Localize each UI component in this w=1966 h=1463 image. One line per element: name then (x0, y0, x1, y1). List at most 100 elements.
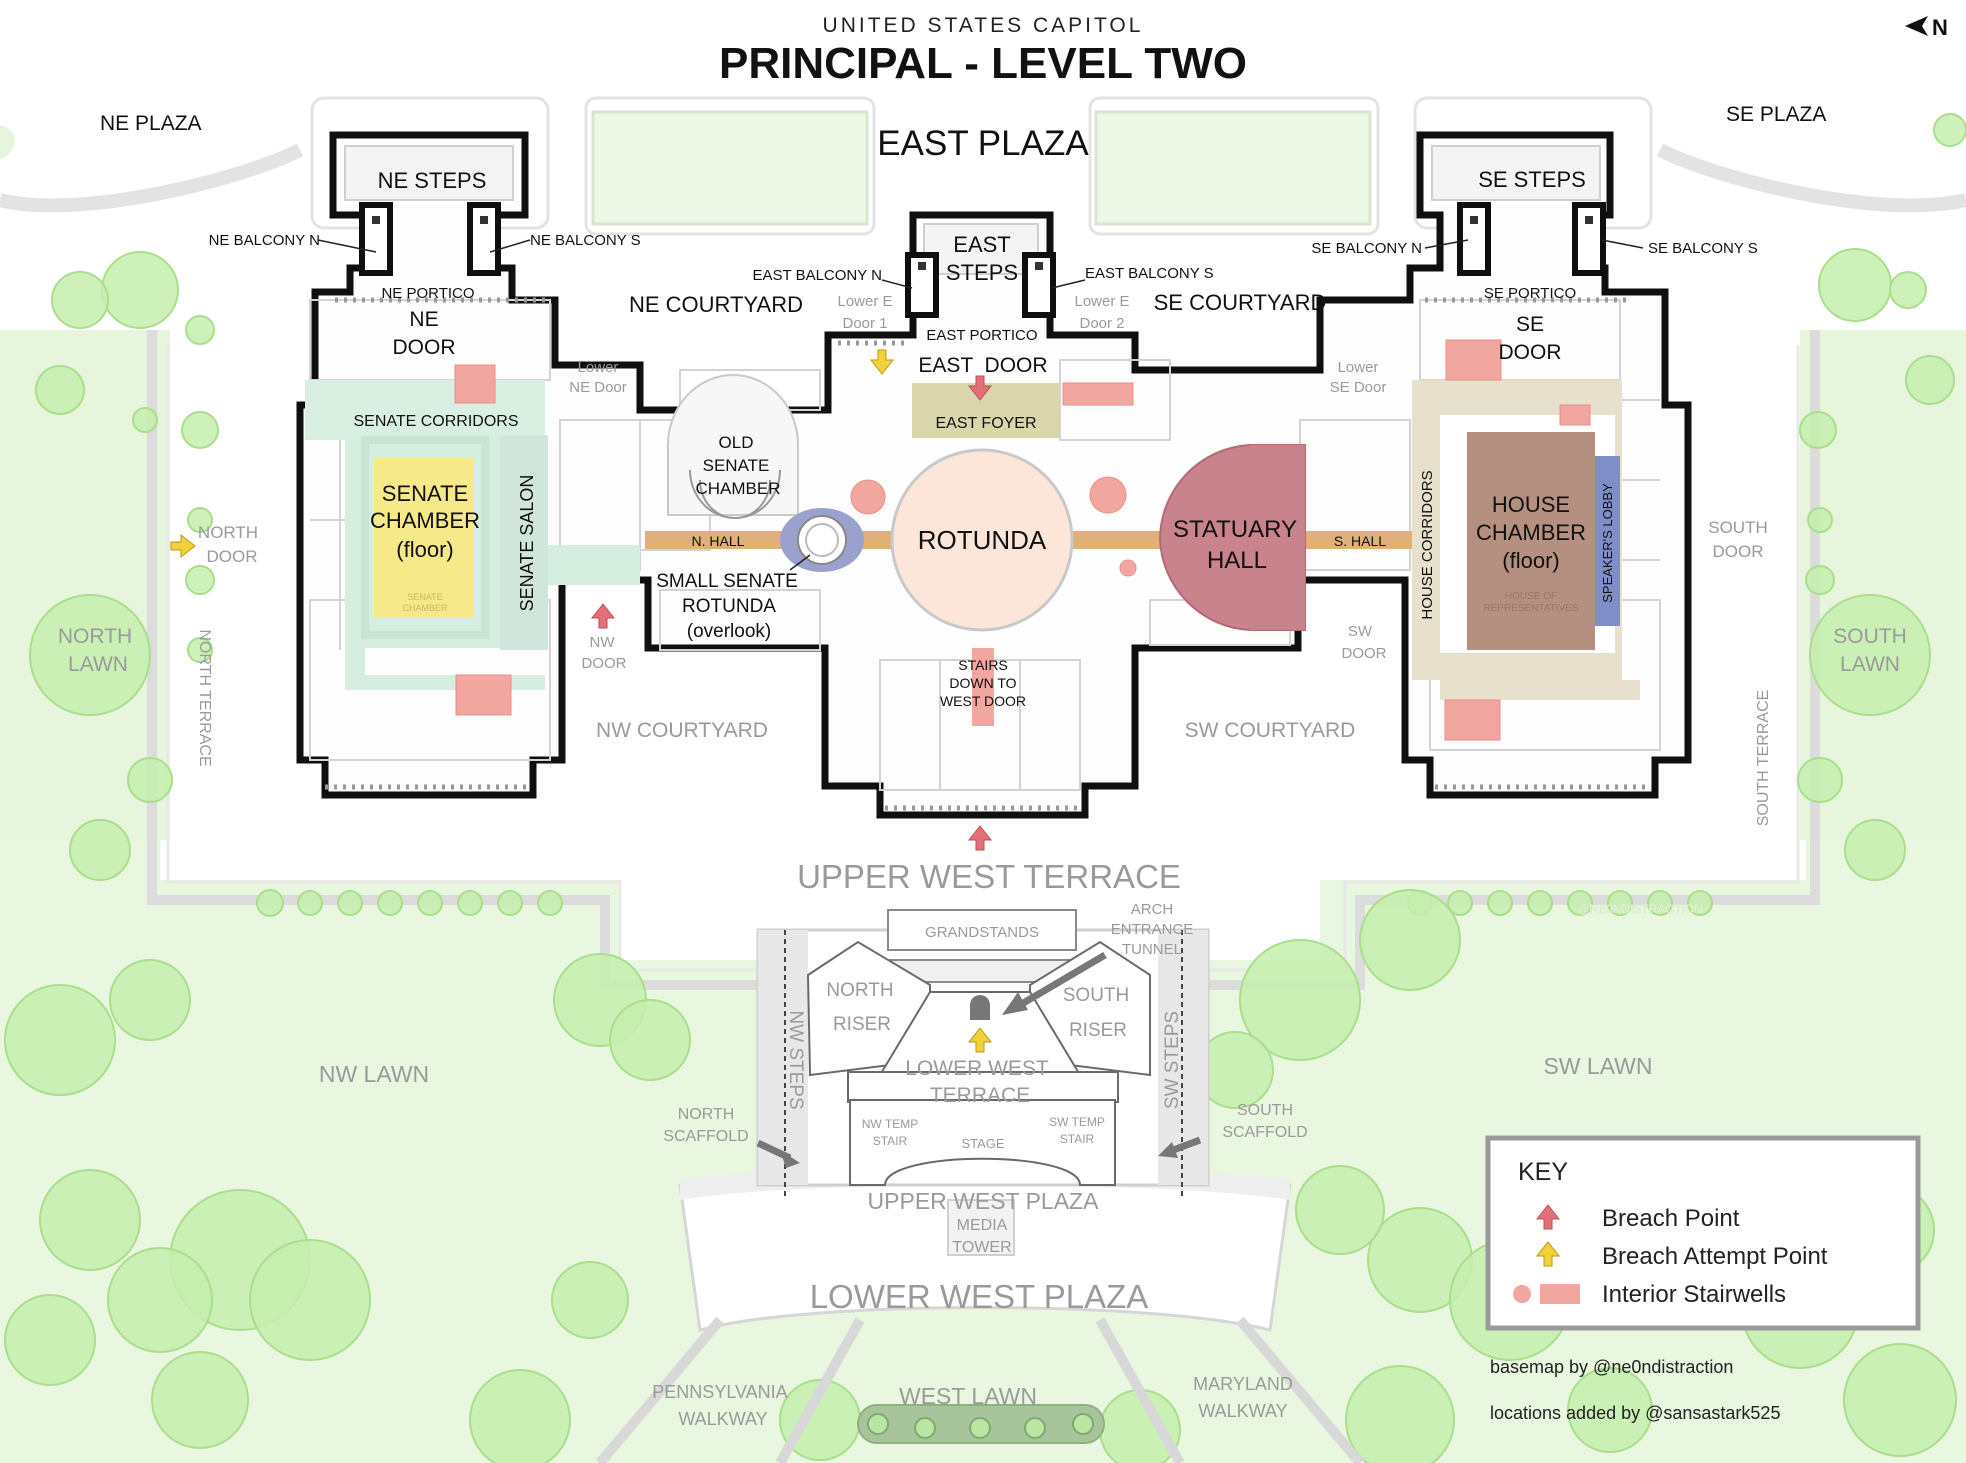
maryland-walkway-label-b: WALKWAY (1198, 1401, 1287, 1421)
speakers-lobby-label: SPEAKER'S LOBBY (1600, 483, 1615, 603)
stage-platform (849, 1099, 1116, 1186)
east-balcony-n-label: EAST BALCONY N (753, 267, 883, 284)
south-terrace-label: SOUTH TERRACE (1755, 690, 1772, 827)
south-riser-label-b: RISER (1069, 1020, 1127, 1041)
ne-plaza-label: NE PLAZA (100, 112, 202, 135)
ne-balcony-s-label: NE BALCONY S (530, 232, 641, 249)
south-door-label-b: DOOR (1713, 542, 1764, 561)
sw-door-label-a: SW (1348, 623, 1373, 640)
senate-chamber-outline (361, 436, 489, 639)
senate-chamber-label-c: (floor) (396, 537, 453, 562)
nw-steps-label: NW STEPS (785, 1010, 806, 1109)
credit-locations: locations added by @sansastark525 (1490, 1403, 1780, 1423)
house-chamber-label-a: HOUSE (1492, 492, 1570, 517)
statuary-hall-label-b: HALL (1207, 547, 1267, 574)
north-riser-label-a: NORTH (826, 980, 893, 1001)
east-plaza-lawn-right (1094, 110, 1372, 226)
s-hall-path (1305, 531, 1415, 549)
south-scaffold-label-a: SOUTH (1237, 1102, 1293, 1119)
north-lawn-label-b: LAWN (68, 653, 128, 676)
house-corridors-label: HOUSE CORRIDORS (1419, 470, 1436, 619)
key-title: KEY (1518, 1158, 1568, 1186)
senate-corridors-band (305, 380, 545, 436)
sw-courtyard-label: SW COURTYARD (1185, 719, 1356, 742)
north-terrace-label: NORTH TERRACE (196, 629, 213, 766)
rotunda-to-statuary-path (1065, 531, 1165, 549)
senate-chamber-small-label-b: CHAMBER (402, 603, 448, 613)
lower-se-door-label-a: Lower (1338, 359, 1379, 376)
arch-tunnel-label-a: ARCH (1131, 901, 1174, 918)
interior-stairwells (454, 339, 1591, 741)
inaugural-platform (756, 909, 1210, 1256)
small-senate-rotunda-label-a: SMALL SENATE (656, 571, 798, 592)
ne-balcony-n-label: NE BALCONY N (209, 232, 320, 249)
arch-entrance-tunnel-icon (970, 995, 990, 1020)
sw-temp-stair-label-a: SW TEMP (1049, 1115, 1105, 1129)
ne-door-label-b: DOOR (393, 336, 456, 359)
pennsylvania-walkway-label-a: PENNSYLVANIA (652, 1382, 787, 1402)
media-tower-label-a: MEDIA (957, 1217, 1008, 1234)
old-senate-label-b: SENATE (703, 456, 770, 475)
map-subtitle: UNITED STATES CAPITOL (823, 14, 1144, 37)
key-item-breach-point: Breach Point (1602, 1205, 1740, 1232)
west-lawn-label: WEST LAWN (899, 1383, 1037, 1409)
west-stairs-zone (972, 648, 994, 726)
se-door-label-a: SE (1516, 313, 1544, 336)
east-portico-label: EAST PORTICO (926, 327, 1037, 344)
grandstands (887, 909, 1077, 951)
lower-se-door-label-b: SE Door (1330, 379, 1387, 396)
east-plaza-lawn-left (591, 110, 869, 226)
credit-basemap: basemap by @ne0ndistraction (1490, 1357, 1733, 1377)
nw-temp-stair-label-b: STAIR (873, 1134, 908, 1148)
east-door-label: EAST DOOR (918, 354, 1047, 377)
lower-ne-door-label-b: NE Door (569, 379, 627, 396)
arch-tunnel-label-b: ENTRANCE (1111, 921, 1194, 938)
sw-temp-stair-label-b: STAIR (1060, 1132, 1095, 1146)
house-chamber-label-b: CHAMBER (1476, 520, 1586, 545)
south-riser-label-a: SOUTH (1063, 985, 1130, 1006)
arch-tunnel-label-c: TUNNEL (1122, 941, 1182, 958)
se-balcony-s-label: SE BALCONY S (1648, 240, 1758, 257)
east-balcony-s-label: EAST BALCONY S (1085, 265, 1214, 282)
east-plaza-label: EAST PLAZA (877, 124, 1089, 163)
sw-steps-label: SW STEPS (1162, 1011, 1183, 1109)
nw-courtyard-label: NW COURTYARD (596, 719, 768, 742)
north-door-label-a: NORTH (198, 523, 258, 542)
s-hall-label: S. HALL (1334, 533, 1386, 549)
statuary-hall-label-a: STATUARY (1173, 516, 1297, 543)
old-senate-label-a: OLD (719, 433, 754, 452)
lower-e-door2-label-b: Door 2 (1079, 315, 1124, 332)
nw-temp-stair-label-a: NW TEMP (862, 1117, 918, 1131)
se-portico-label: SE PORTICO (1484, 285, 1576, 302)
key-item-breach-attempt: Breach Attempt Point (1602, 1243, 1828, 1270)
se-door-label-b: DOOR (1499, 341, 1562, 364)
watermark-label: @NE0NDISTRACTION (1577, 902, 1703, 916)
south-lawn (1800, 330, 1966, 840)
north-arrow-icon (1905, 16, 1928, 36)
media-tower (947, 1199, 1015, 1256)
rotunda-zone (890, 448, 1074, 632)
old-senate-chamber (667, 374, 799, 519)
sw-lawn-label: SW LAWN (1543, 1053, 1652, 1079)
map-title: PRINCIPAL - LEVEL TWO (719, 39, 1247, 88)
lower-e-door1-label-b: Door 1 (842, 315, 887, 332)
house-corridors-bottom (1440, 680, 1640, 700)
map-key: KEY Breach Point Breach Attempt Point In… (1485, 1135, 1921, 1331)
house-small-label-b: REPRESENTATIVES (1483, 603, 1579, 614)
north-door-label-b: DOOR (207, 547, 258, 566)
senate-chamber-small-label-a: SENATE (407, 592, 442, 602)
nw-door-label-a: NW (590, 634, 616, 651)
stairs-label-a: STAIRS (958, 657, 1008, 673)
ne-steps-label: NE STEPS (378, 168, 487, 193)
lower-west-terrace-label-b: TERRACE (930, 1084, 1030, 1107)
senate-salon-zone (500, 435, 548, 650)
stairs-label-c: WEST DOOR (940, 693, 1026, 709)
stairwell-circle-key-icon (1513, 1285, 1531, 1303)
stage-label: STAGE (961, 1136, 1004, 1151)
key-item-stairwells: Interior Stairwells (1602, 1281, 1786, 1308)
pennsylvania-walkway-label-b: WALKWAY (678, 1409, 767, 1429)
nw-door-label-b: DOOR (582, 655, 627, 672)
n-hall-label: N. HALL (692, 533, 745, 549)
north-lawn-label-a: NORTH (58, 625, 132, 648)
lower-west-plaza-label: LOWER WEST PLAZA (810, 1278, 1149, 1315)
